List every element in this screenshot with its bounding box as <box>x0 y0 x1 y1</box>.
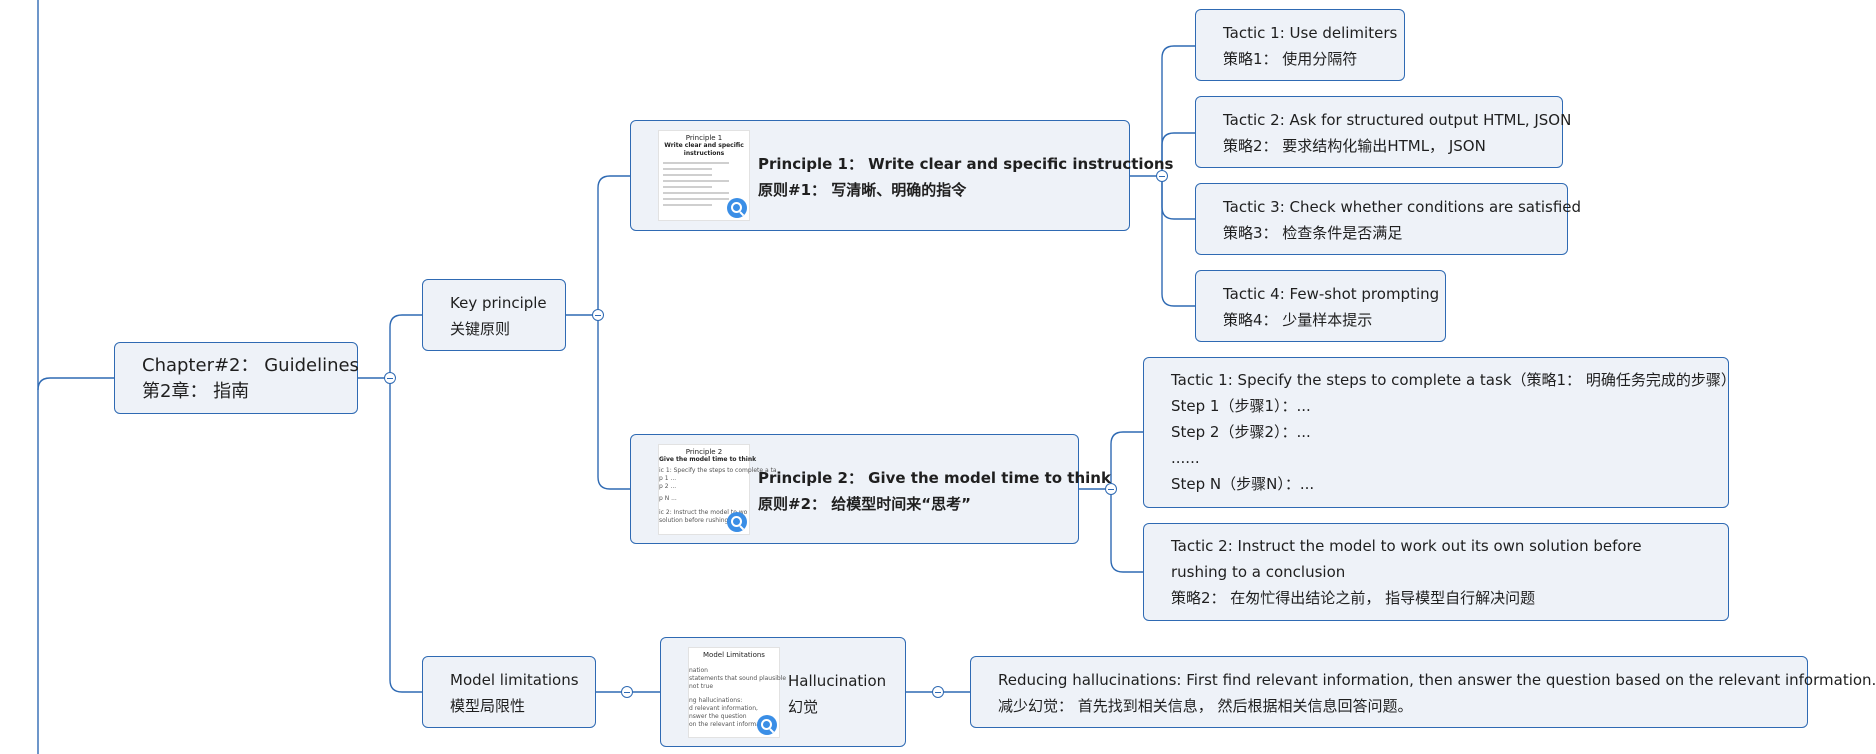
tactic-zh: 策略2： 要求结构化输出HTML， JSON <box>1223 137 1486 155</box>
principle1-thumb-title: Principle 1 <box>685 134 723 142</box>
hallucination-thumb-line: nswer the question <box>689 713 747 720</box>
zoom-icon[interactable] <box>727 512 747 532</box>
model-limitations-zh: 模型局限性 <box>450 697 526 715</box>
tactic-node[interactable]: Tactic 3: Check whether conditions are s… <box>1195 183 1582 255</box>
principle2-thumb-line: p 2 ... <box>659 483 677 490</box>
tactic-steps-node[interactable]: Tactic 1: Specify the steps to complete … <box>1143 357 1736 508</box>
model-limitations-en: Model limitations <box>450 671 579 689</box>
principle1-thumb-subtitle: Write clear and specific instructions <box>664 142 744 157</box>
reducing-zh: 减少幻觉： 首先找到相关信息， 然后根据相关信息回答问题。 <box>998 697 1413 715</box>
tactic-en: Tactic 2: Ask for structured output HTML… <box>1223 111 1572 129</box>
zoom-icon[interactable] <box>727 198 747 218</box>
tactic-node[interactable]: Tactic 1: Use delimiters 策略1： 使用分隔符 <box>1195 9 1405 81</box>
hallucination-thumb-line: on the relevant information <box>689 721 772 728</box>
tactic-steps-title: Tactic 1: Specify the steps to complete … <box>1171 371 1736 389</box>
p1-to-t4 <box>1161 176 1195 307</box>
step-1: Step 1（步骤1）：... <box>1171 397 1311 415</box>
key-principle-zh: 关键原则 <box>450 320 511 338</box>
key-principle-en: Key principle <box>450 294 547 312</box>
collapse-toggle-chapter[interactable] <box>384 372 396 384</box>
principle2-thumb-line: p N ... <box>659 495 677 502</box>
principle2-thumbnail[interactable]: Principle 2 Give the model time to think… <box>658 444 777 535</box>
chapter-node[interactable]: Chapter#2： Guidelines 第2章： 指南 <box>114 342 359 414</box>
p1-to-t1 <box>1161 45 1195 176</box>
principle2-zh: 原则#2： 给模型时间来“思考” <box>758 495 971 513</box>
principle2-thumb-line: ic 1: Specify the steps to complete a ta <box>659 467 777 474</box>
principle2-thumb-line: solution before rushing to c <box>659 517 742 524</box>
chapter-to-limits <box>389 378 422 693</box>
collapse-toggle-principle2[interactable] <box>1105 483 1117 495</box>
tactic-zh: 策略3： 检查条件是否满足 <box>1223 224 1403 242</box>
p2-to-work <box>1110 489 1143 573</box>
key-principle-node[interactable]: Key principle 关键原则 <box>422 279 566 351</box>
tactic-zh: 策略4： 少量样本提示 <box>1223 311 1373 329</box>
hallucination-thumb-line: nation <box>689 667 708 674</box>
zoom-icon[interactable] <box>757 715 777 735</box>
tactic-en: Tactic 1: Use delimiters <box>1223 24 1398 42</box>
tactic-en: Tactic 3: Check whether conditions are s… <box>1223 198 1582 216</box>
tactic-node[interactable]: Tactic 4: Few-shot prompting 策略4： 少量样本提示 <box>1195 270 1446 342</box>
step-n: Step N（步骤N）：... <box>1171 475 1315 493</box>
tactic-node[interactable]: Tactic 2: Ask for structured output HTML… <box>1195 96 1572 168</box>
reducing-hallucinations-node[interactable]: Reducing hallucinations: First find rele… <box>970 656 1876 728</box>
chapter-title-en: Chapter#2： Guidelines <box>142 355 359 376</box>
hallucination-thumbnail[interactable]: Model Limitations nation statements that… <box>688 647 787 738</box>
p1-to-t2 <box>1161 132 1195 176</box>
principle1-zh: 原则#1： 写清晰、明确的指令 <box>758 181 967 199</box>
principle2-node[interactable]: Principle 2 Give the model time to think… <box>630 434 1111 544</box>
collapse-toggle-principle1[interactable] <box>1156 170 1168 182</box>
principle1-node[interactable]: Principle 1 Write clear and specific ins… <box>630 120 1174 231</box>
reducing-en: Reducing hallucinations: First find rele… <box>998 671 1876 689</box>
collapse-toggle-key-principle[interactable] <box>592 309 604 321</box>
hallucination-thumb-line: not true <box>689 683 714 690</box>
tactic-work-out-en: Tactic 2: Instruct the model to work out… <box>1171 537 1642 581</box>
principle2-en: Principle 2： Give the model time to thin… <box>758 469 1111 487</box>
principle1-thumbnail[interactable]: Principle 1 Write clear and specific ins… <box>658 130 750 221</box>
trunk-to-chapter <box>37 377 114 391</box>
principle1-en: Principle 1： Write clear and specific in… <box>758 155 1174 173</box>
principle2-thumb-line: p 1 ... <box>659 475 677 482</box>
tactic-en: Tactic 4: Few-shot prompting <box>1223 285 1440 303</box>
collapse-toggle-model-limitations[interactable] <box>621 686 633 698</box>
principle2-thumb-line: ic 2: Instruct the model to wo <box>659 509 748 516</box>
step-2: Step 2（步骤2）：... <box>1171 423 1311 441</box>
model-limitations-node[interactable]: Model limitations 模型局限性 <box>422 656 596 728</box>
step-dots: ...... <box>1171 449 1200 467</box>
key-to-p1 <box>597 175 630 315</box>
p2-to-step <box>1110 431 1143 489</box>
key-to-p2 <box>597 315 630 490</box>
hallucination-thumb-line: d relevant information, <box>689 705 758 712</box>
tactic-work-out-zh: 策略2： 在匆忙得出结论之前， 指导模型自行解决问题 <box>1171 589 1536 607</box>
hallucination-node[interactable]: Model Limitations nation statements that… <box>660 637 906 747</box>
hallucination-thumb-line: ng hallucinations: <box>689 697 743 704</box>
hallucination-zh: 幻觉 <box>788 698 819 716</box>
tactic-zh: 策略1： 使用分隔符 <box>1223 50 1358 68</box>
principle2-thumb-subtitle: Give the model time to think <box>659 456 757 463</box>
hallucination-en: Hallucination <box>788 672 887 690</box>
hallucination-thumb-line: statements that sound plausible <box>689 675 787 682</box>
tactic-work-out-node[interactable]: Tactic 2: Instruct the model to work out… <box>1143 523 1729 621</box>
collapse-toggle-hallucination[interactable] <box>932 686 944 698</box>
principle2-thumb-title: Principle 2 <box>685 448 723 456</box>
chapter-title-zh: 第2章： 指南 <box>142 381 250 402</box>
chapter-to-key <box>389 314 422 378</box>
hallucination-thumb-title: Model Limitations <box>703 651 765 659</box>
